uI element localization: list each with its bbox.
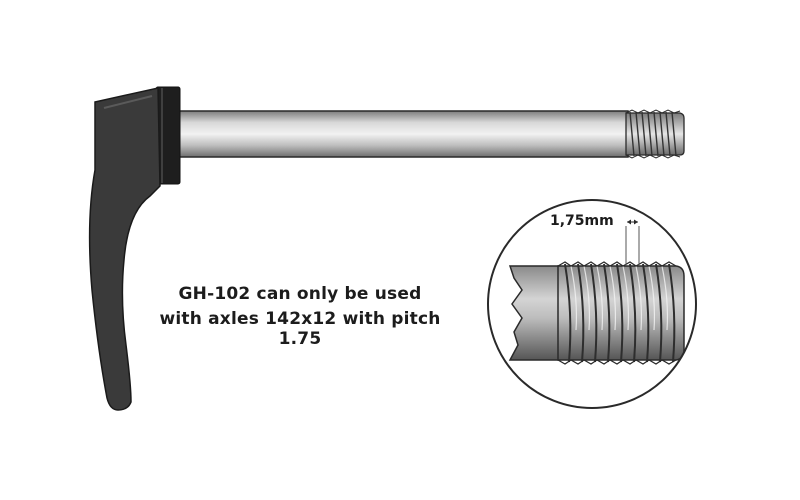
caption-line-2: with axles 142x12 with pitch 1.75 (159, 309, 441, 349)
axle-shaft (175, 110, 629, 158)
pitch-dimension (625, 219, 640, 266)
pitch-label: 1,75mm (550, 213, 614, 229)
caption-line-1: GH-102 can only be used (178, 284, 422, 304)
axle-thread-end (625, 109, 685, 159)
thread-detail-magnifier (487, 199, 697, 409)
lever-handle (88, 87, 161, 411)
